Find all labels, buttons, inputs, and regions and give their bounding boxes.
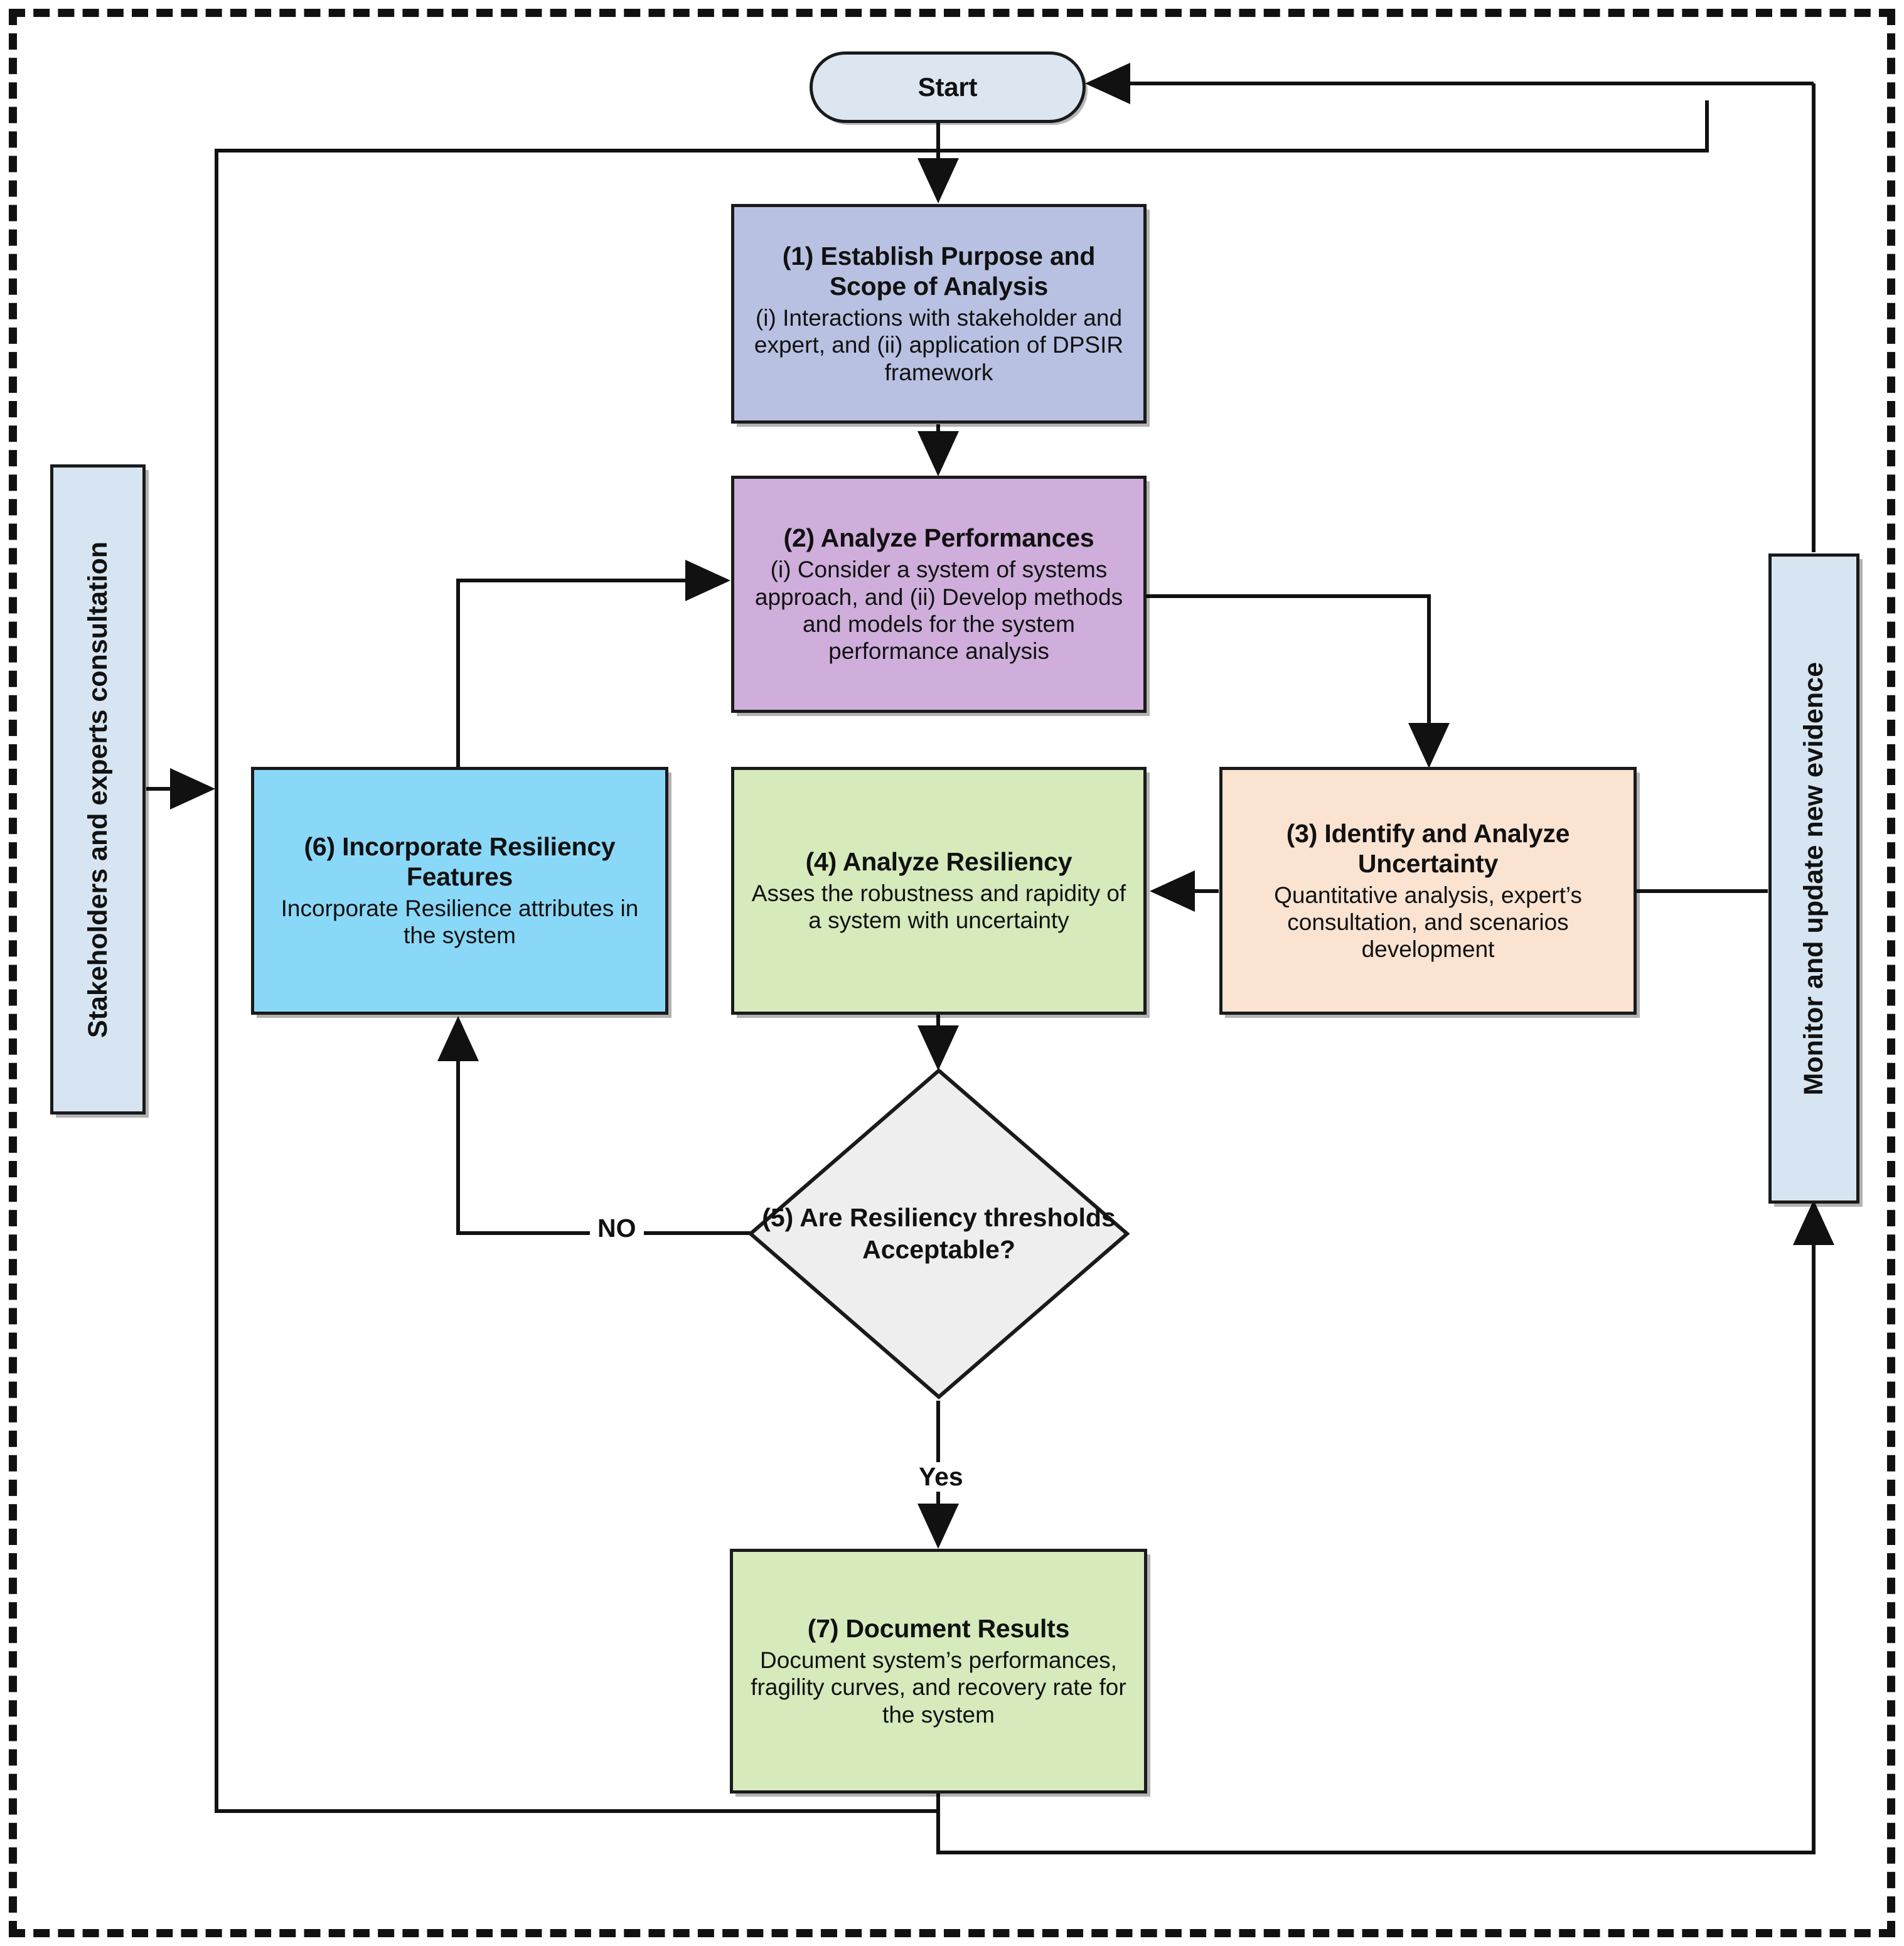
node-step5-title: (5) Are Resiliency thresholds Acceptable… bbox=[762, 1202, 1116, 1264]
node-step7-subtitle: Document system’s performances, fragilit… bbox=[751, 1647, 1126, 1728]
node-step3[interactable]: (3) Identify and Analyze Uncertainty Qua… bbox=[1219, 767, 1637, 1015]
side-label-stakeholders-text: Stakeholders and experts consultation bbox=[82, 541, 113, 1038]
node-step4-subtitle: Asses the robustness and rapidity of a s… bbox=[751, 880, 1126, 934]
node-step3-subtitle: Quantitative analysis, expert’s consulta… bbox=[1274, 882, 1582, 963]
node-step6-title: (6) Incorporate Resiliency Features bbox=[304, 832, 616, 892]
side-label-stakeholders[interactable]: Stakeholders and experts consultation bbox=[50, 464, 146, 1115]
node-step1-subtitle: (i) Interactions with stakeholder and ex… bbox=[754, 305, 1124, 385]
node-step1[interactable]: (1) Establish Purpose and Scope of Analy… bbox=[731, 204, 1147, 424]
node-step7[interactable]: (7) Document Results Document system’s p… bbox=[730, 1549, 1147, 1794]
node-step3-title: (3) Identify and Analyze Uncertainty bbox=[1286, 818, 1570, 878]
node-step6[interactable]: (6) Incorporate Resiliency Features Inco… bbox=[251, 767, 668, 1015]
edge-label-no: NO bbox=[590, 1214, 644, 1243]
node-step1-title: (1) Establish Purpose and Scope of Analy… bbox=[782, 242, 1096, 301]
side-label-monitor[interactable]: Monitor and update new evidence bbox=[1768, 553, 1859, 1204]
node-step5[interactable]: (5) Are Resiliency thresholds Acceptable… bbox=[747, 1067, 1131, 1401]
diamond-shape bbox=[747, 1068, 1130, 1399]
node-step4[interactable]: (4) Analyze Resiliency Asses the robustn… bbox=[731, 767, 1147, 1015]
start-node[interactable]: Start bbox=[810, 51, 1086, 123]
node-step2[interactable]: (2) Analyze Performances (i) Consider a … bbox=[731, 476, 1147, 713]
node-step7-title: (7) Document Results bbox=[807, 1614, 1070, 1644]
edge-label-yes: Yes bbox=[911, 1462, 971, 1492]
node-step6-subtitle: Incorporate Resilience attributes in the… bbox=[281, 895, 639, 949]
node-step2-title: (2) Analyze Performances bbox=[783, 523, 1094, 553]
node-step2-subtitle: (i) Consider a system of systems approac… bbox=[754, 557, 1123, 665]
start-label: Start bbox=[917, 72, 978, 102]
dashed-boundary bbox=[9, 9, 1895, 1937]
node-step4-title: (4) Analyze Resiliency bbox=[805, 847, 1072, 877]
side-label-monitor-text: Monitor and update new evidence bbox=[1799, 661, 1829, 1096]
